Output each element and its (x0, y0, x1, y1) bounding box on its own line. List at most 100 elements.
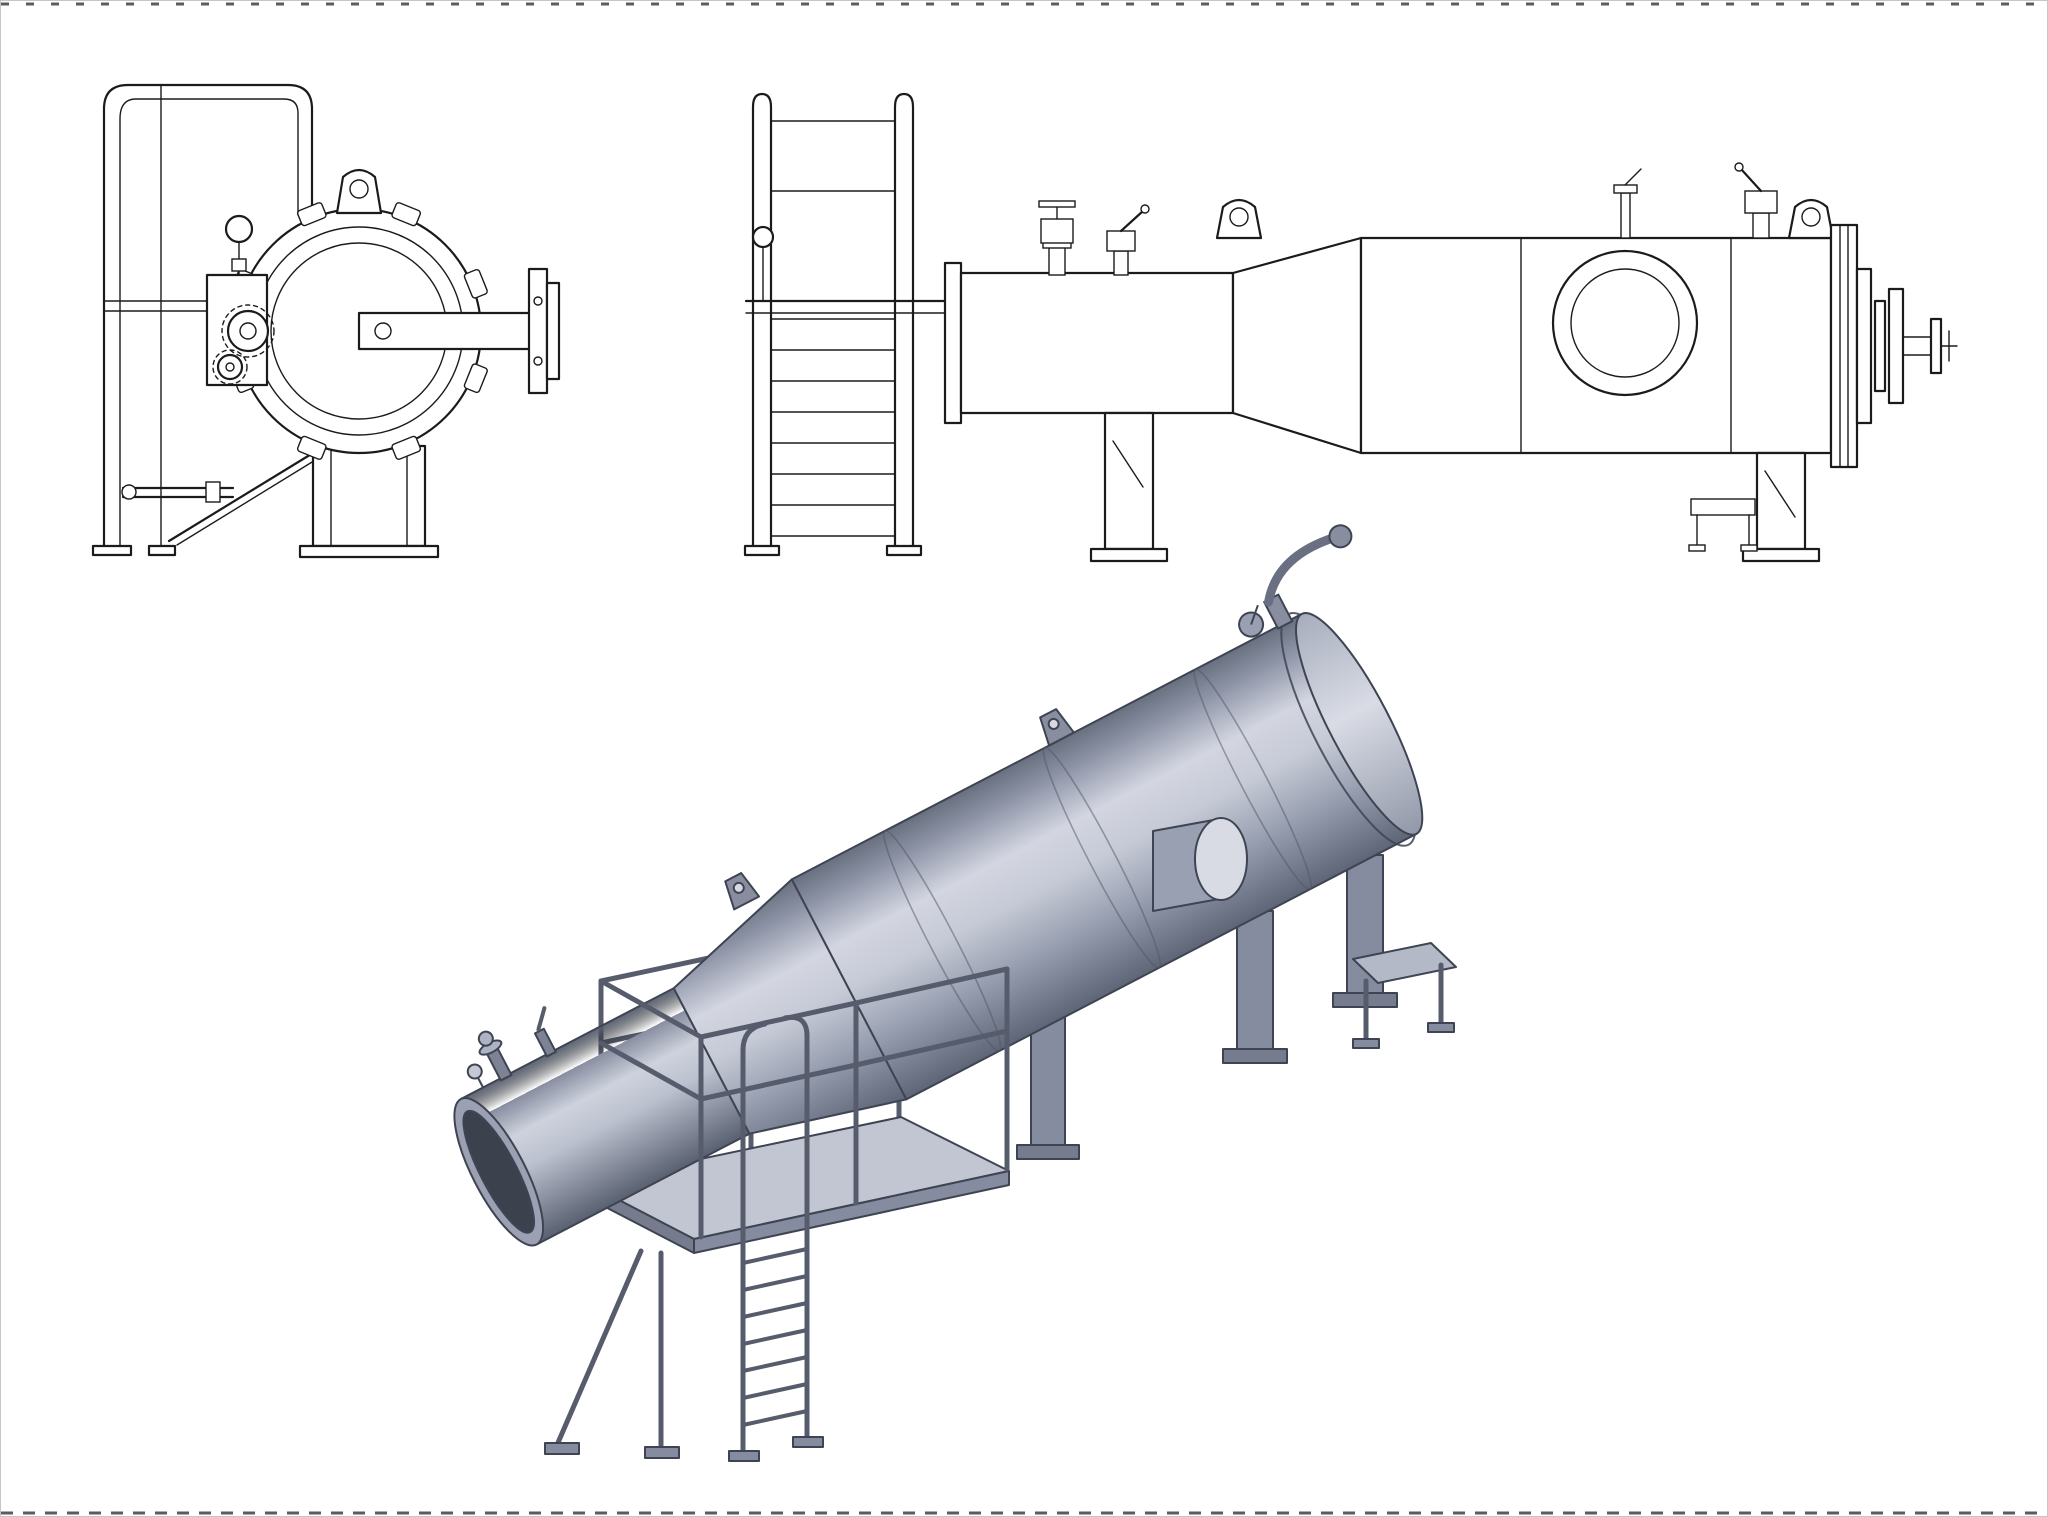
gear-crank-3d (1250, 604, 1259, 625)
step-stool-foot (1352, 1038, 1380, 1049)
weld-seam-3d (1042, 746, 1162, 969)
valve-lever (1739, 167, 1763, 193)
valve-body (1040, 218, 1074, 244)
rail-end (598, 1040, 704, 1102)
side-manway (1551, 168, 1699, 397)
hinge-bolt (533, 296, 543, 306)
gauge-dial (751, 225, 775, 249)
davit-pivot-pin (374, 322, 392, 340)
valve-body (1106, 230, 1136, 252)
support-column (1030, 1016, 1066, 1148)
iso-supports (1016, 854, 1457, 1160)
base-plate (1741, 547, 1821, 563)
davit-hinge-plate (545, 281, 561, 381)
pinion-teeth (212, 349, 248, 385)
railing-base-pad (91, 544, 133, 557)
ladder-rung (741, 1382, 809, 1400)
gauge-dial (224, 214, 254, 244)
weld-seam-3d (883, 829, 1002, 1052)
railing-inner (119, 98, 299, 547)
lifting-lug-hole-3d (1047, 717, 1060, 730)
step-bench-foot (1688, 544, 1706, 552)
davit-hinge-plate (527, 267, 549, 395)
lock-lug (391, 202, 422, 227)
cone-transition (1231, 236, 1363, 455)
support-column (1236, 910, 1274, 1052)
nozzle-flange (1929, 317, 1943, 375)
door-flange (943, 261, 963, 425)
gauge-tee (231, 258, 247, 272)
rail-mid (698, 1028, 1010, 1102)
diagonal-brace (167, 451, 315, 543)
step-bench-foot (1740, 544, 1758, 552)
step-stool-foot (1427, 1022, 1455, 1033)
valve-handwheel (1038, 200, 1076, 208)
step-bench-top (1690, 498, 1756, 516)
rail-end (598, 978, 704, 1040)
valve-lever (1119, 209, 1145, 233)
iso-platform-deck (585, 1116, 1010, 1254)
side-top-valves (1038, 200, 1150, 276)
front-end-view (91, 83, 561, 559)
lock-lug (463, 268, 488, 299)
iso-platform-legs (544, 1248, 680, 1459)
small-shell (959, 271, 1235, 415)
ladder-rail-pair (893, 92, 915, 548)
base-plate (298, 544, 440, 559)
side-elevation-view (743, 92, 1958, 563)
valve-nozzle (1752, 212, 1770, 239)
side-rear-valve (1734, 162, 1778, 239)
vessel-3d (453, 524, 1424, 1247)
platform-brace (554, 1248, 644, 1448)
cover-plate (1873, 299, 1887, 393)
ladder-foot (792, 1436, 824, 1448)
support-column (1103, 411, 1155, 551)
davit-end-3d (1328, 524, 1353, 549)
valve-nozzle (1113, 250, 1129, 276)
anchor-slot (1112, 440, 1144, 488)
dished-head-3d (1295, 612, 1424, 836)
lifting-lug-hole (1229, 207, 1249, 227)
anchor-slot (1764, 470, 1796, 518)
valve-handwheel-3d (477, 1030, 494, 1047)
vent-flange (1613, 184, 1638, 194)
ladder-foot-pad (743, 544, 781, 557)
iso-ladder (728, 1014, 824, 1462)
lifting-lug-hole-3d (732, 881, 745, 894)
valve-body (1744, 190, 1778, 214)
ladder-rail-pair (751, 92, 773, 548)
valve-stem-3d (533, 1027, 557, 1058)
gauge-dial-3d (466, 1063, 483, 1080)
support-column (311, 444, 427, 548)
iso-railing-front (598, 966, 1010, 1240)
vent-nozzle (1620, 192, 1631, 239)
valve-nozzle (1048, 246, 1066, 276)
ladder-foot (728, 1450, 760, 1462)
front-guard-railing (91, 83, 314, 557)
side-vessel-body (943, 236, 1833, 455)
iso-manway-stub (1152, 817, 1248, 912)
ladder-rung (741, 1409, 809, 1427)
ladder-handrail (740, 1021, 768, 1233)
cover-plate (1887, 287, 1905, 405)
front-support-column (298, 444, 440, 559)
door-gear-drive (205, 273, 275, 387)
valve-lever-knob (1140, 204, 1150, 214)
base-plate (1222, 1048, 1288, 1064)
end-flange (1829, 223, 1859, 469)
pipe-fitting (121, 484, 137, 500)
davit-arm-bar (357, 311, 537, 351)
ladder-handrail (782, 1014, 810, 1219)
lifting-lug-hole (349, 179, 369, 199)
open-end-3d (462, 1109, 535, 1234)
door-gear-3d (1238, 611, 1265, 638)
step-stool-top (1352, 942, 1457, 984)
vent-lever (1624, 168, 1642, 186)
pipe-flange (205, 481, 221, 503)
railing-outer (102, 83, 314, 548)
manway-inner (1570, 268, 1680, 378)
door-davit-arm (357, 267, 561, 395)
ladder-rung (741, 1274, 809, 1292)
